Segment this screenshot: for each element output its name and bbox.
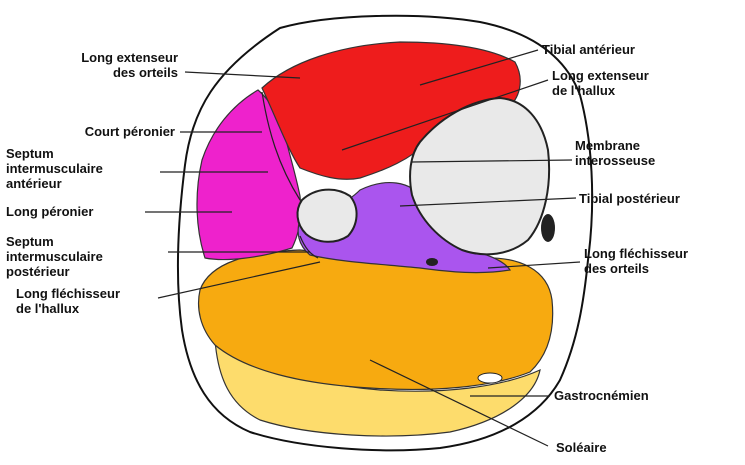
label-line: Court péronier bbox=[85, 124, 175, 139]
label-line: Septum bbox=[6, 146, 54, 161]
skin-outline bbox=[177, 14, 594, 452]
label-tibial-posterieur: Tibial postérieur bbox=[579, 191, 680, 206]
anterior-septum-line bbox=[261, 91, 301, 201]
label-line: des orteils bbox=[584, 261, 649, 276]
label-line: postérieur bbox=[6, 264, 70, 279]
label-line: Long extenseur bbox=[81, 50, 178, 65]
vessel-mark bbox=[477, 372, 503, 384]
label-line: des orteils bbox=[113, 65, 178, 80]
label-line: Septum bbox=[6, 234, 54, 249]
fibula-bone bbox=[296, 188, 358, 243]
label-line: Gastrocnémien bbox=[554, 388, 649, 403]
label-line: Soléaire bbox=[556, 440, 607, 455]
label-line: Long fléchisseur bbox=[584, 246, 688, 261]
vessel-mark bbox=[541, 214, 555, 242]
label-line: intermusculaire bbox=[6, 249, 103, 264]
label-line: Tibial antérieur bbox=[542, 42, 635, 57]
label-long-peronier: Long péronier bbox=[6, 204, 93, 219]
label-line: de l'hallux bbox=[16, 301, 80, 316]
label-line: interosseuse bbox=[575, 153, 655, 168]
label-line: intermusculaire bbox=[6, 161, 103, 176]
label-line: Long extenseur bbox=[552, 68, 649, 83]
label-line: de l'hallux bbox=[552, 83, 616, 98]
label-line: Long fléchisseur bbox=[16, 286, 120, 301]
vessel-mark bbox=[426, 258, 438, 266]
label-line: Membrane bbox=[575, 138, 640, 153]
label-soleaire: Soléaire bbox=[556, 440, 607, 455]
label-line: Tibial postérieur bbox=[579, 191, 680, 206]
label-gastrocnemien: Gastrocnémien bbox=[554, 388, 649, 403]
leader-lines bbox=[145, 49, 581, 447]
label-line: Long péronier bbox=[6, 204, 93, 219]
tibia-bone bbox=[409, 96, 551, 256]
posterior-septum-line bbox=[299, 235, 319, 259]
label-line: antérieur bbox=[6, 176, 62, 191]
label-tibial-anterieur: Tibial antérieur bbox=[542, 42, 635, 57]
label-court-peronier: Court péronier bbox=[85, 124, 175, 139]
